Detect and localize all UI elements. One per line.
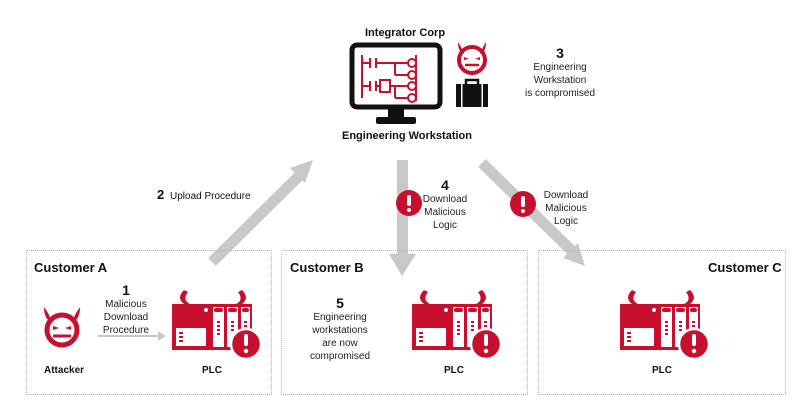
briefcase-icon: [456, 78, 488, 107]
plc-icon: [172, 290, 263, 361]
attacker-label: Attacker: [44, 365, 85, 376]
devil-face-icon: [44, 307, 80, 348]
plc-device: [618, 288, 714, 365]
plc-device: [170, 288, 266, 365]
customer-a-title: Customer A: [34, 260, 108, 275]
step1-label: 1 Malicious Download Procedure: [96, 283, 156, 337]
plc-label: PLC: [202, 365, 222, 376]
alert-icon: [396, 190, 422, 216]
alert-icon: [510, 191, 536, 217]
plc-label: PLC: [652, 365, 672, 376]
step1-number: 1: [122, 282, 130, 298]
org-title: Integrator Corp: [365, 27, 446, 39]
customer-c-title: Customer C: [708, 260, 782, 275]
step1-arrow-icon: [98, 331, 166, 341]
devil-face-icon: [457, 42, 487, 75]
plc-icon: [620, 290, 711, 361]
customer-b-box: [281, 250, 528, 395]
step4b-label: Download Malicious Logic: [543, 190, 589, 227]
step4-label: 4 Download Malicious Logic: [420, 178, 470, 232]
plc-icon: [412, 290, 503, 361]
step4-number: 4: [441, 177, 449, 193]
plc-device: [410, 288, 506, 365]
step5-label: 5 Engineering workstations are now compr…: [300, 296, 380, 363]
customer-c-box: [538, 250, 786, 395]
step3-number: 3: [556, 45, 564, 61]
step2-label: 2 Upload Procedure: [157, 187, 251, 202]
workstation-label: Engineering Workstation: [342, 130, 472, 142]
upload-arrow-icon: [208, 160, 313, 266]
step5-number: 5: [336, 295, 344, 311]
step3-label: 3 Engineering Workstation is compromised: [520, 46, 600, 100]
workstation-monitor-icon: [349, 42, 443, 124]
customer-b-title: Customer B: [290, 260, 364, 275]
customer-a-box: [26, 250, 272, 395]
plc-label: PLC: [444, 365, 464, 376]
step2-number: 2: [157, 187, 165, 202]
